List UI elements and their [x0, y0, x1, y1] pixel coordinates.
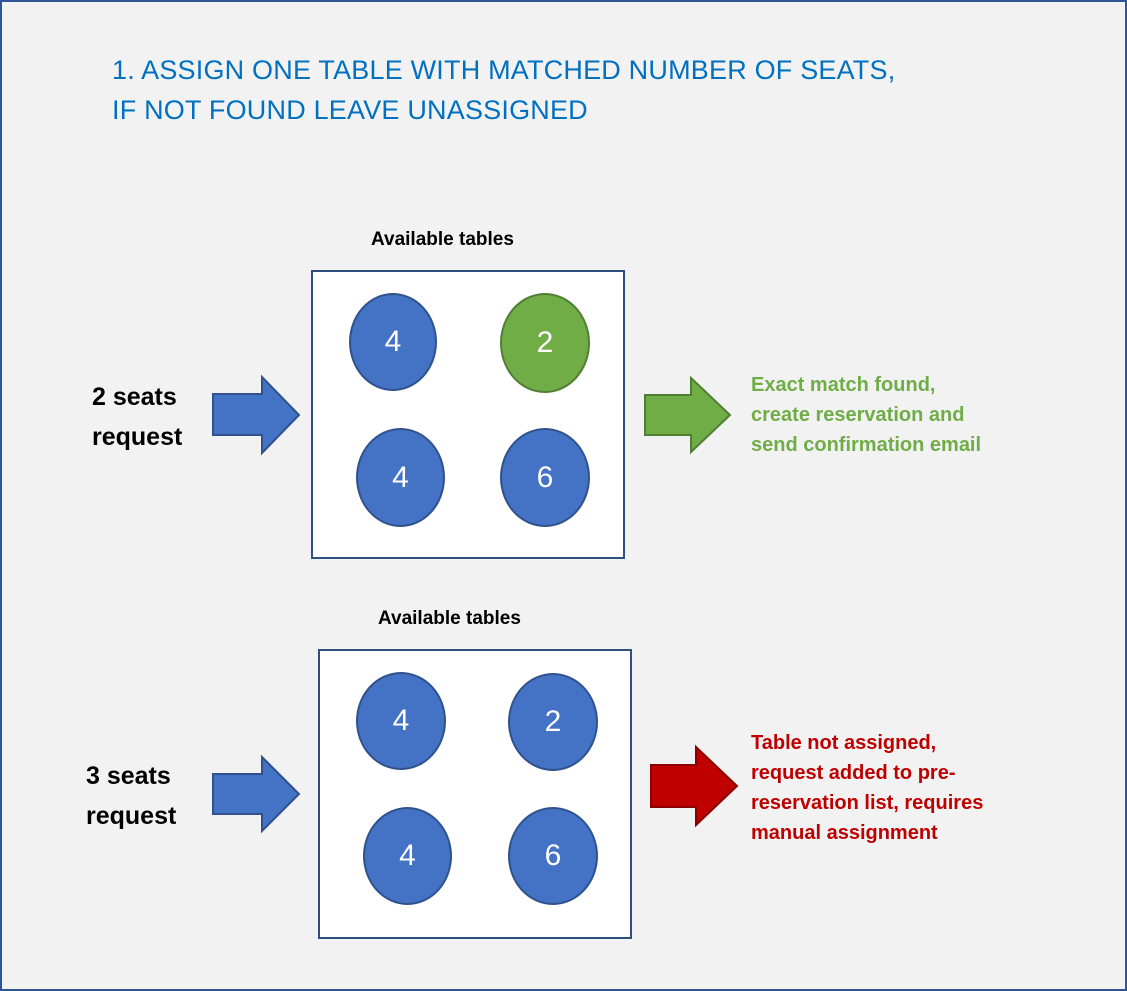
input-arrow-2 — [212, 754, 301, 834]
table-circle: 4 — [363, 807, 452, 905]
table-circle: 4 — [356, 428, 445, 527]
table-circle: 6 — [500, 428, 590, 527]
available-tables-box-2: 4 2 4 6 — [318, 649, 632, 939]
outcome-line: create reservation and — [751, 404, 965, 426]
request-word: request — [86, 802, 177, 830]
outcome-line: request added to pre- — [751, 762, 956, 784]
request-label-2: 3 seats request — [86, 756, 176, 836]
heading-line-2: IF NOT FOUND LEAVE UNASSIGNED — [112, 95, 588, 125]
request-count: 2 seats — [92, 383, 177, 411]
panel-title-2: Available tables — [378, 608, 521, 629]
table-circle: 6 — [508, 807, 598, 905]
outcome-line: send confirmation email — [751, 434, 982, 456]
input-arrow-shape — [212, 754, 301, 834]
input-arrow-1 — [212, 374, 301, 456]
outcome-text-success: Exact match found, create reservation an… — [751, 370, 981, 460]
success-arrow-shape — [644, 375, 732, 455]
table-circle-matched: 2 — [500, 293, 590, 393]
request-label-1: 2 seats request — [92, 377, 182, 457]
fail-arrow-shape — [650, 744, 739, 828]
table-circle: 4 — [356, 672, 446, 770]
success-arrow — [644, 375, 732, 455]
available-tables-box-1: 4 2 4 6 — [311, 270, 625, 559]
table-circle: 2 — [508, 673, 598, 771]
outcome-line: reservation list, requires — [751, 792, 984, 814]
diagram-heading: 1. ASSIGN ONE TABLE WITH MATCHED NUMBER … — [112, 50, 895, 130]
outcome-line: Exact match found, — [751, 374, 936, 396]
request-word: request — [92, 423, 183, 451]
heading-line-1: 1. ASSIGN ONE TABLE WITH MATCHED NUMBER … — [112, 55, 896, 85]
fail-arrow — [650, 744, 739, 828]
outcome-text-fail: Table not assigned, request added to pre… — [751, 728, 983, 848]
input-arrow-shape — [212, 374, 301, 456]
request-count: 3 seats — [86, 762, 171, 790]
table-circle: 4 — [349, 293, 437, 391]
panel-title-1: Available tables — [371, 229, 514, 250]
outcome-line: manual assignment — [751, 822, 938, 844]
outcome-line: Table not assigned, — [751, 732, 937, 754]
